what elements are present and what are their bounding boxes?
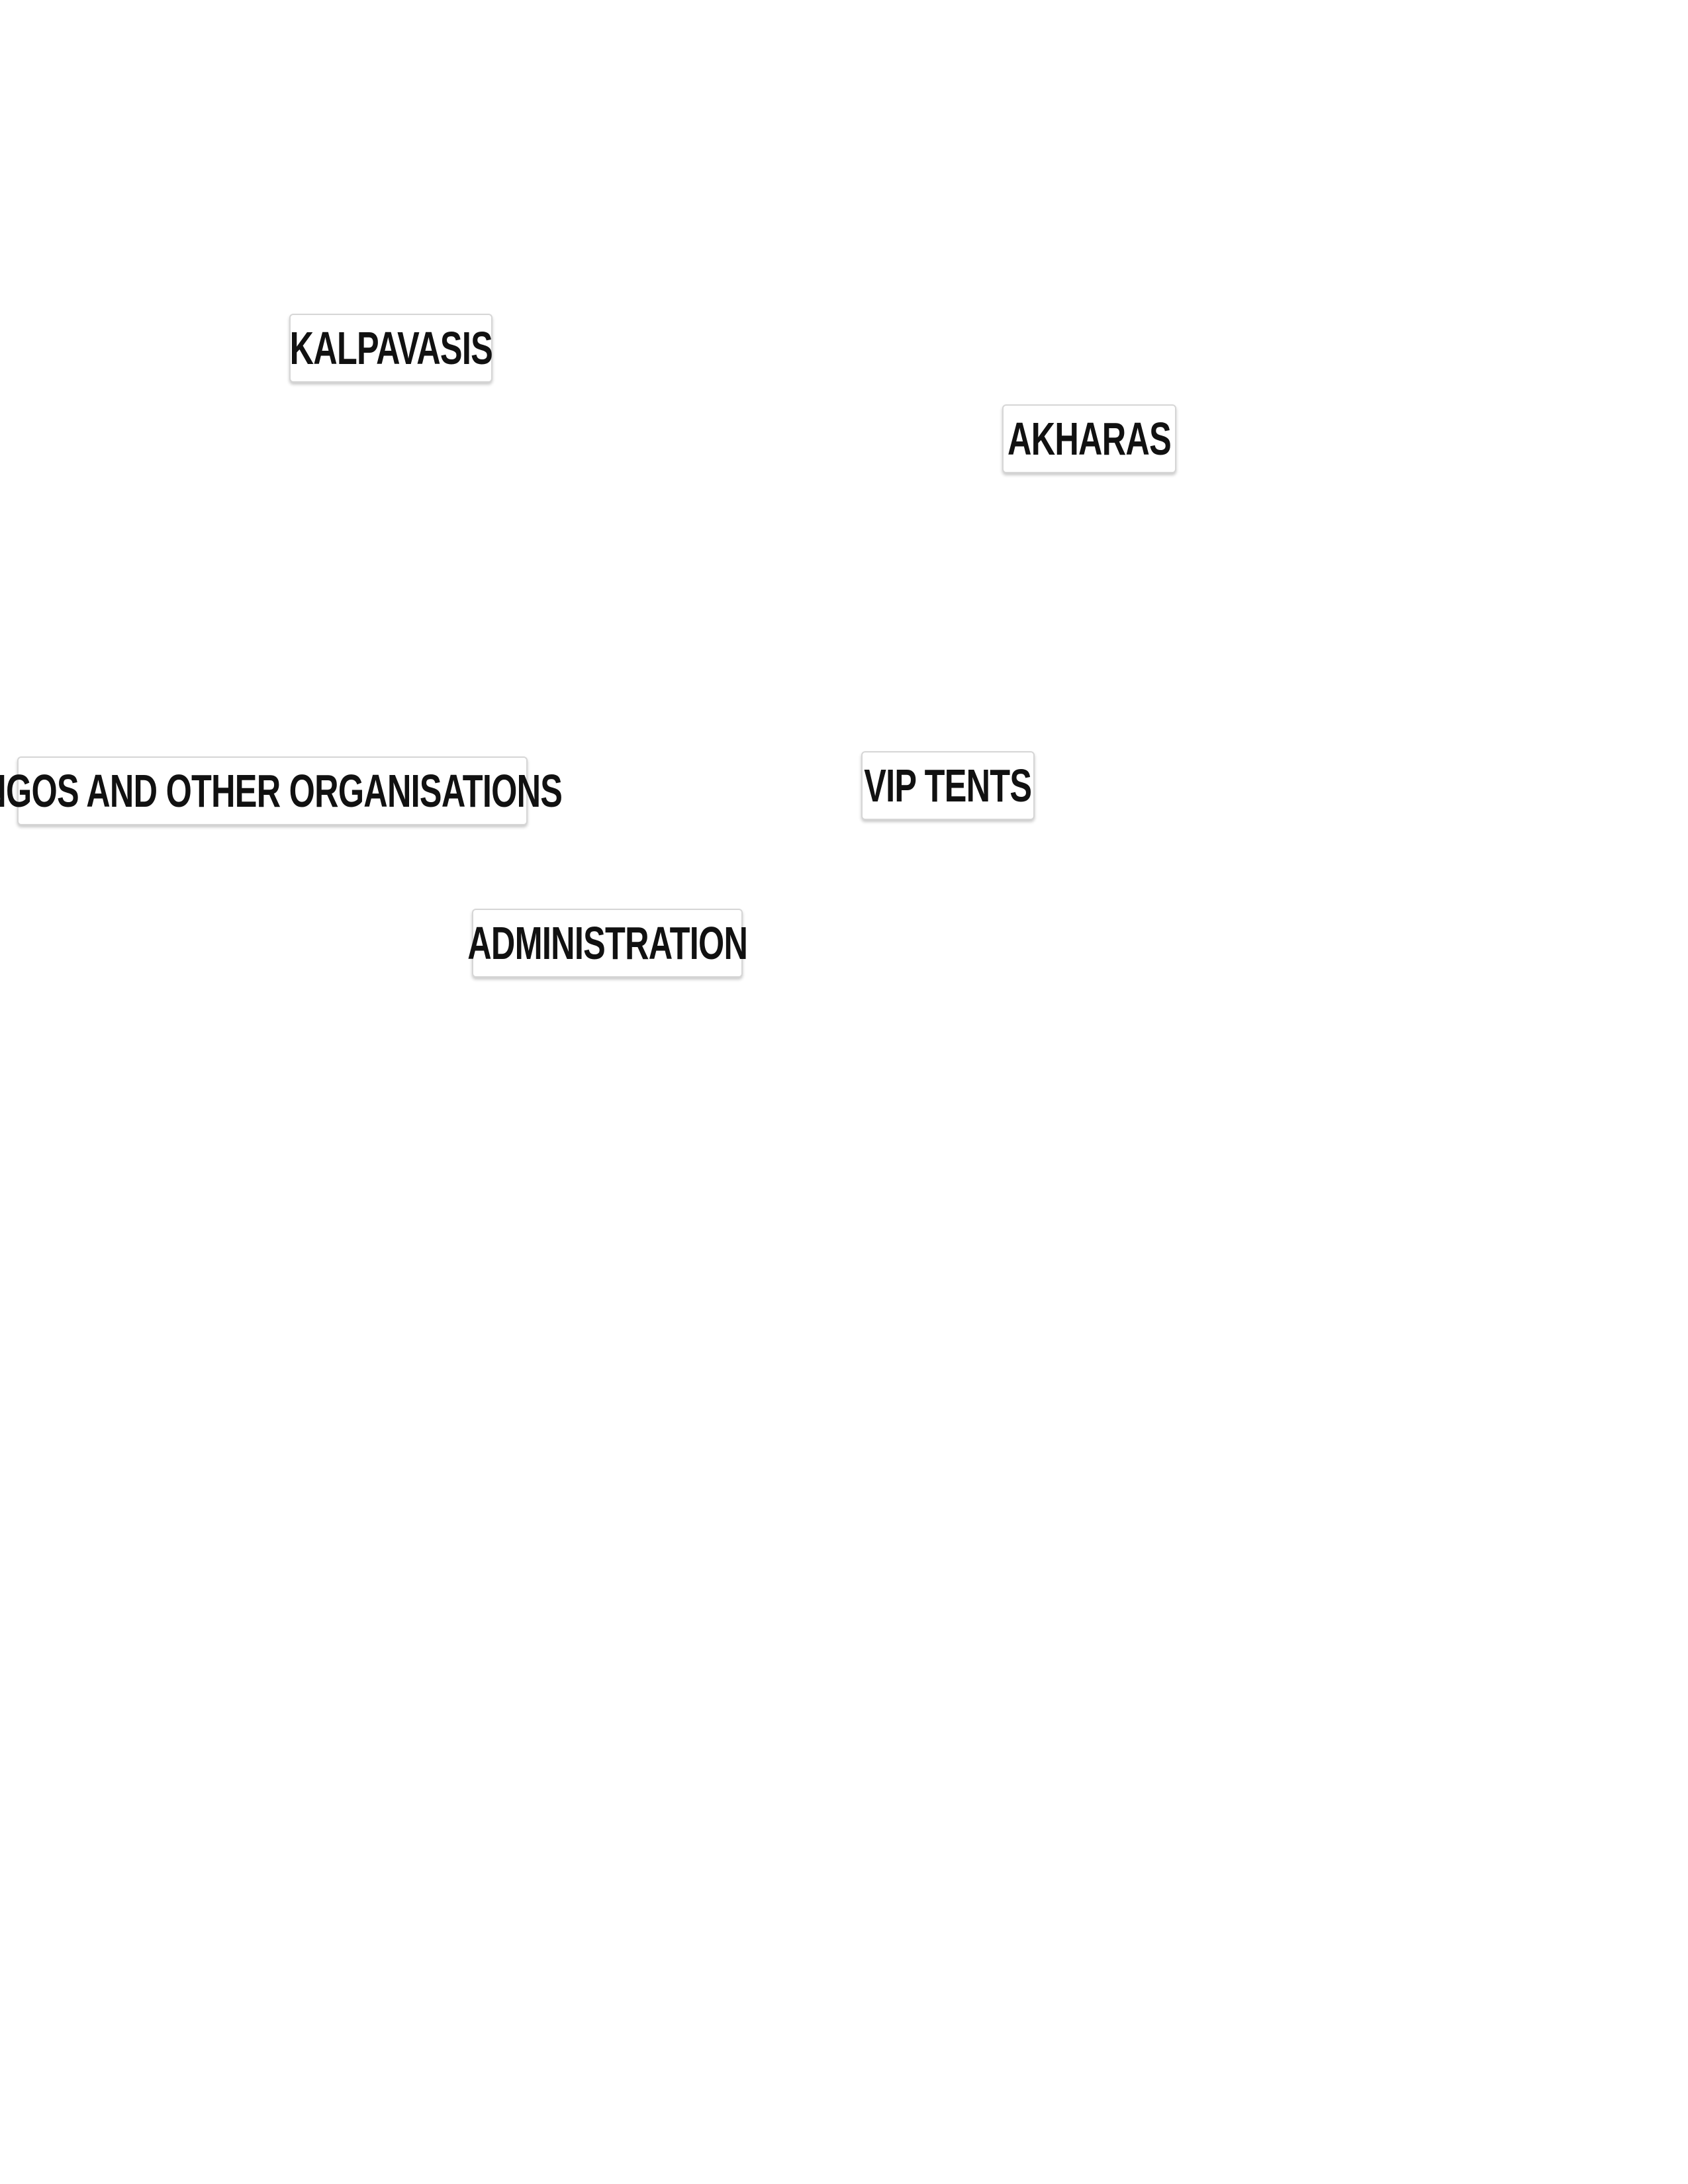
label-akharas-text: AKHARAS [1008, 413, 1172, 465]
label-ngos-text: NGOS AND OTHER ORGANISATIONS [0, 765, 563, 817]
label-kalpavasis: KALPAVASIS [289, 314, 492, 383]
label-administration-text: ADMINISTRATION [467, 917, 748, 969]
label-ngos-and-other-organisations: NGOS AND OTHER ORGANISATIONS [0, 756, 563, 825]
label-vip-tents-text: VIP TENTS [864, 760, 1032, 811]
label-vip-tents: VIP TENTS [861, 751, 1035, 820]
label-akharas: AKHARAS [1002, 404, 1176, 473]
label-kalpavasis-text: KALPAVASIS [289, 322, 492, 374]
label-administration: ADMINISTRATION [467, 909, 748, 978]
